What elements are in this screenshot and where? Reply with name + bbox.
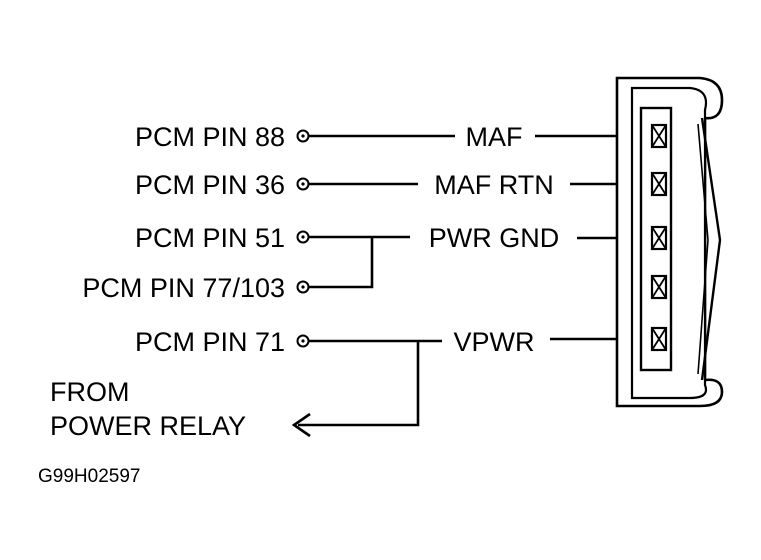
pin-terminal-77-103 xyxy=(296,280,310,294)
source-line-2: POWER RELAY xyxy=(50,411,246,441)
arrow-head-icon xyxy=(291,412,311,438)
pin-terminal-71 xyxy=(296,334,310,348)
pin-label-88: PCM PIN 88 xyxy=(135,122,285,152)
signal-label-maf-rtn: MAF RTN xyxy=(434,170,554,200)
signal-label-maf: MAF xyxy=(466,122,523,152)
pin-label-71: PCM PIN 71 xyxy=(135,327,285,357)
terminal-2 xyxy=(650,171,668,197)
signal-label-vpwr: VPWR xyxy=(454,327,535,357)
terminal-4 xyxy=(650,274,668,300)
terminal-3 xyxy=(650,225,668,251)
wire-power-relay xyxy=(298,341,420,427)
source-line-1: FROM xyxy=(50,377,129,407)
pin-label-36: PCM PIN 36 xyxy=(135,170,285,200)
pin-terminal-36 xyxy=(296,177,310,191)
pin-terminal-51 xyxy=(296,230,310,244)
wire-pwr-gnd-left xyxy=(309,235,410,289)
terminal-5 xyxy=(650,326,668,352)
pin-terminal-88 xyxy=(296,129,310,143)
terminal-1 xyxy=(650,123,668,149)
figure-code: G99H02597 xyxy=(38,466,140,487)
signal-label-pwr-gnd: PWR GND xyxy=(429,223,560,253)
sensor-connector xyxy=(615,76,724,408)
pin-label-51: PCM PIN 51 xyxy=(135,223,285,253)
pin-label-77-103: PCM PIN 77/103 xyxy=(82,273,285,303)
